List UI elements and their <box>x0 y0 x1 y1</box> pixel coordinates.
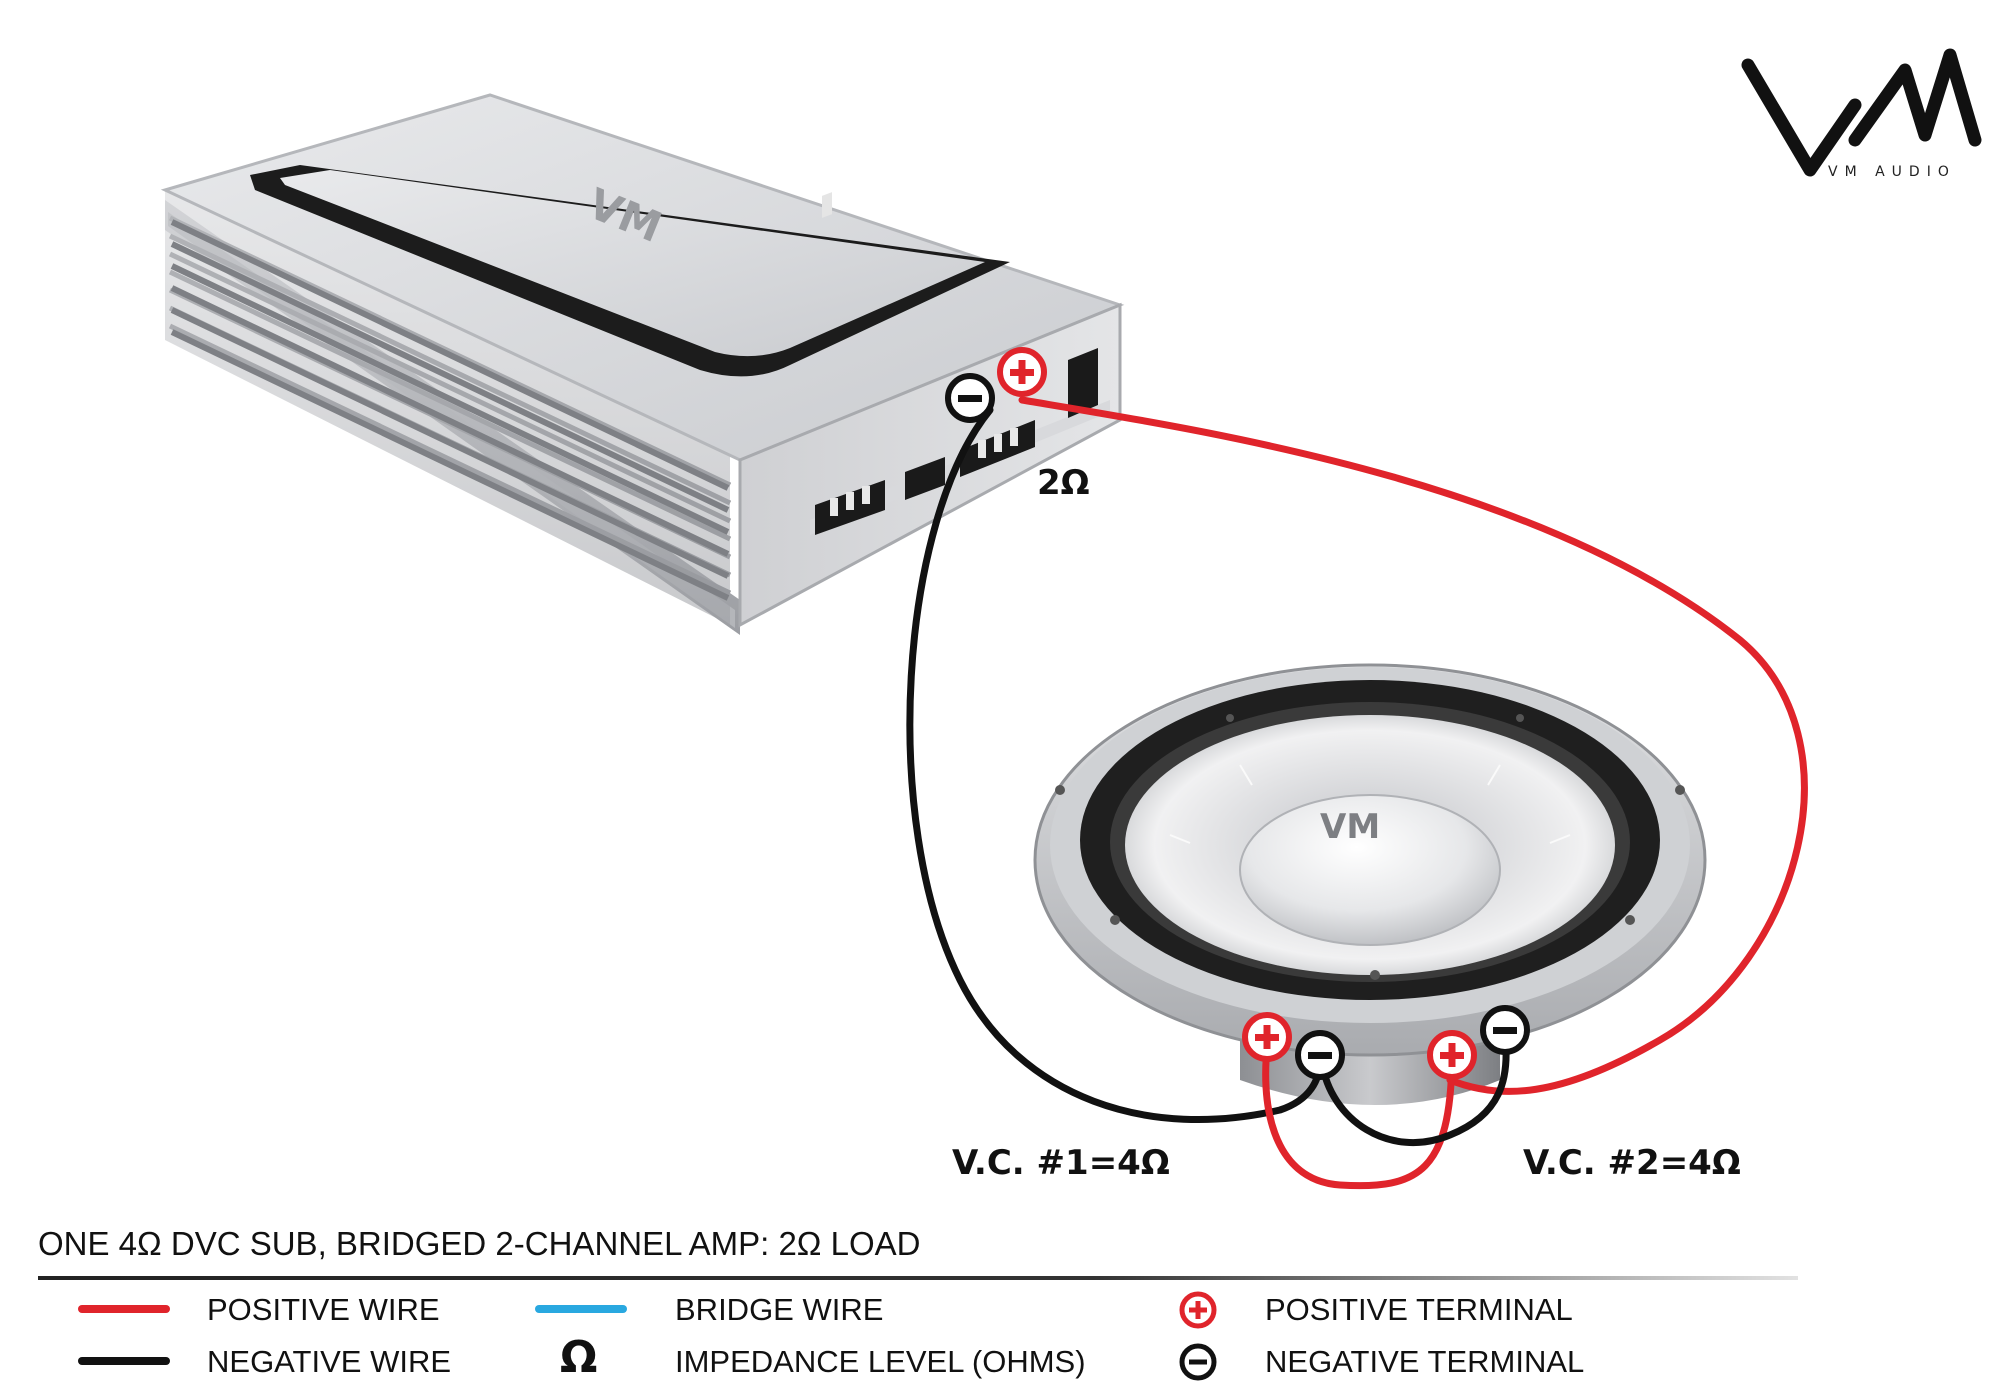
legend-positive-terminal: POSITIVE TERMINAL <box>1265 1292 1573 1327</box>
legend-negative-wire: NEGATIVE WIRE <box>207 1344 452 1379</box>
positive-wire-main <box>1018 396 1808 1095</box>
voice-coil-2-label: V.C. #2=4Ω <box>1523 1143 1741 1183</box>
negative-terminal-icon <box>1179 1343 1217 1381</box>
brand-tagline: VM AUDIO <box>1828 164 1956 180</box>
omega-icon: Ω <box>560 1332 598 1383</box>
legend-impedance: IMPEDANCE LEVEL (OHMS) <box>675 1344 1086 1379</box>
amp-negative-terminal <box>945 373 995 423</box>
series-jumper-negative <box>1318 1031 1510 1147</box>
positive-terminal-icon <box>1179 1291 1217 1329</box>
subwoofer: VM <box>1033 663 1707 1105</box>
amp-positive-terminal <box>997 347 1047 397</box>
amplifier: VM <box>160 93 1125 635</box>
positive-wire-swatch <box>78 1305 170 1313</box>
vc2-negative-terminal <box>1480 1005 1530 1055</box>
vm-audio-logo <box>1741 48 1982 177</box>
negative-wire-swatch <box>78 1357 170 1365</box>
voice-coil-1-label: V.C. #1=4Ω <box>952 1143 1170 1183</box>
bridge-wire-swatch <box>535 1305 627 1313</box>
title-divider <box>38 1276 1798 1280</box>
sub-dust-cap <box>1239 794 1501 946</box>
legend-positive-wire: POSITIVE WIRE <box>207 1292 440 1327</box>
legend-negative-terminal: NEGATIVE TERMINAL <box>1265 1344 1585 1379</box>
sub-logo: VM <box>1320 807 1380 847</box>
vc2-positive-terminal <box>1427 1030 1477 1080</box>
wires <box>906 396 1808 1190</box>
vc1-negative-terminal <box>1295 1030 1345 1080</box>
diagram-title: ONE 4Ω DVC SUB, BRIDGED 2-CHANNEL AMP: 2… <box>38 1225 921 1262</box>
amp-terminal-block <box>815 192 1098 535</box>
amp-impedance-label: 2Ω <box>1037 463 1090 503</box>
legend-bridge-wire: BRIDGE WIRE <box>675 1292 884 1327</box>
negative-wire-main <box>906 406 1324 1123</box>
vc1-positive-terminal <box>1242 1012 1292 1062</box>
sub-mounting-holes <box>1055 714 1685 980</box>
